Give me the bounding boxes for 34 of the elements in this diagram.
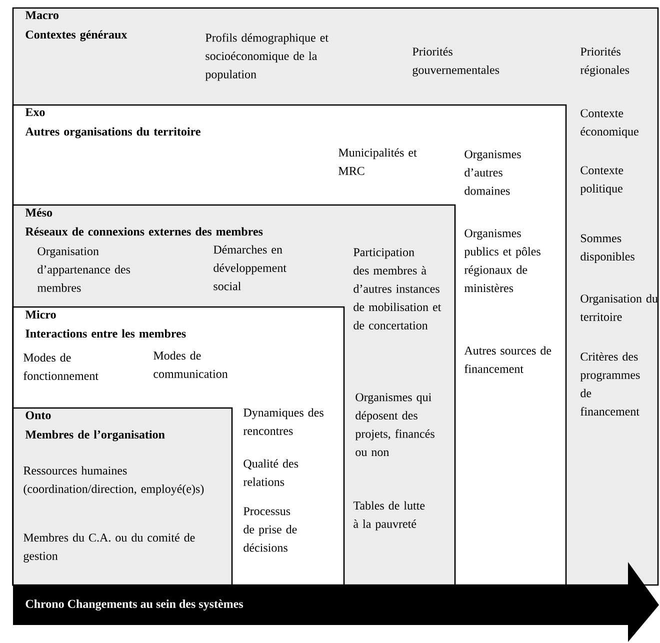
level-name: Micro (25, 310, 56, 319)
factor-text: Organismes publics et pôles régionaux de ministères (464, 229, 540, 292)
factor-text: Contexte politique (580, 166, 624, 195)
factor-text: Qualité des relations (243, 459, 298, 486)
factor-text: Organisation du territoire (580, 294, 658, 321)
level-name: Onto (26, 411, 51, 420)
factor-text: Priorités gouvernementales (412, 47, 500, 76)
level-name: Macro (25, 11, 58, 20)
factor-text: Priorités régionales (580, 47, 630, 76)
factor-text: Tables de lutte à la pauvreté (353, 501, 425, 530)
factor-text: Organisation d’appartenance des membres (37, 247, 130, 292)
factor-text: Modes de fonctionnement (24, 353, 98, 380)
factor-text: Contexte économique (580, 109, 638, 138)
level-title: Interactions entre les membres (26, 329, 186, 338)
level-title: Contextes généraux (26, 30, 128, 42)
level-name: Exo (25, 108, 45, 116)
factor-text: Autres sources de financement (464, 346, 552, 373)
factor-text: Municipalités et MRC (338, 148, 417, 175)
level-name: Méso (25, 208, 52, 217)
factor-text: Ressources humaines (coordination/direction, employé(e)s) (24, 466, 204, 496)
factor-text: Démarches en développement social (214, 245, 286, 290)
factor-text: Modes de communication (154, 351, 228, 378)
factor-text: Processus de prise de décisions (244, 507, 297, 552)
factor-text: Organismes d’autres domaines (464, 150, 521, 195)
level-title: Membres de l’organisation (25, 430, 165, 442)
level-title: Réseaux de connexions externes des membres (25, 227, 263, 236)
factor-text: Dynamiques des rencontres (243, 408, 324, 435)
factor-text: Profils démographique et socioéconomique de la population (205, 33, 328, 81)
factor-text: Membres du C.A. ou du comité de gestion (24, 533, 195, 562)
factor-text: Participation des membres à d’autres instances de mobilisation et de concertation (354, 248, 442, 330)
level-title: Autres organisations du territoire (25, 127, 200, 138)
factor-text: Critères des programmes de financement (580, 352, 640, 416)
factor-text: Sommes disponibles (580, 234, 634, 263)
factor-text: Organismes qui déposent des projets, financés ou non (355, 393, 434, 456)
